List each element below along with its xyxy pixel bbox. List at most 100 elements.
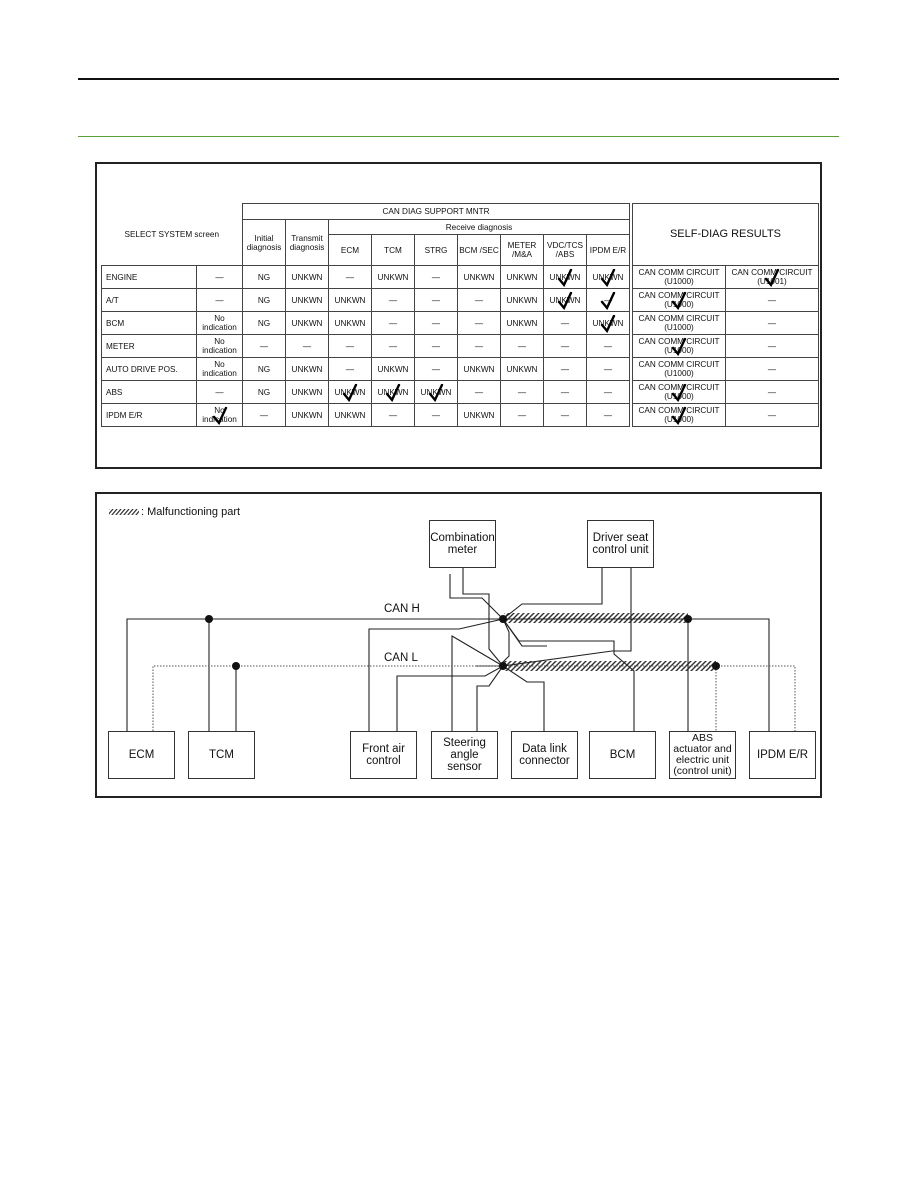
table-cell: UNKWN: [500, 288, 544, 312]
cell-text: —: [388, 318, 398, 328]
cell-text: —: [560, 318, 570, 328]
cell-text: UNKWN: [377, 387, 409, 397]
cell-text: UNKWN: [506, 318, 538, 328]
cell-text: NG: [257, 387, 271, 397]
section-rule: [78, 136, 839, 137]
cell-text: No indication: [202, 337, 237, 355]
table-cell: NG: [242, 311, 286, 335]
cell-text: UNKWN: [506, 364, 538, 374]
table-cell: CAN COMM CIRCUIT (U1000): [632, 334, 726, 358]
cell-text: CAN COMM CIRCUIT (U1000): [638, 383, 720, 401]
table-cell: —: [328, 334, 372, 358]
table-cell: CAN COMM CIRCUIT (U1000): [632, 311, 726, 335]
table-cell: —: [328, 265, 372, 289]
table-cell: No indication: [196, 357, 243, 381]
cell-text: UNKWN: [334, 295, 366, 305]
cell-text: CAN COMM CIRCUIT (U1000): [638, 291, 720, 309]
table-cell: IPDM E/R: [101, 403, 197, 427]
table-cell: CAN COMM CIRCUIT (U1000): [632, 380, 726, 404]
cell-text: —: [431, 364, 441, 374]
cell-text: UNKWN: [377, 364, 409, 374]
cell-text: UNKWN: [506, 272, 538, 282]
cell-text: No indication: [202, 360, 237, 378]
table-cell: —: [414, 311, 458, 335]
ecm-box: ECM: [108, 731, 175, 779]
table-cell: UNKWN: [457, 403, 501, 427]
receive-col-header: IPDM E/R: [586, 234, 630, 266]
cell-text: —: [302, 341, 312, 351]
table-cell: —: [242, 334, 286, 358]
data-link-connector-box: Data link connector: [511, 731, 578, 779]
table-cell: —: [500, 380, 544, 404]
legend-label: : Malfunctioning part: [141, 506, 241, 518]
table-cell: —: [586, 334, 630, 358]
cell-text: —: [474, 318, 484, 328]
initial-diagnosis-header: Initial diagnosis: [242, 219, 286, 266]
table-cell: NG: [242, 265, 286, 289]
table-cell: METER: [101, 334, 197, 358]
table-cell: —: [414, 334, 458, 358]
cell-text: —: [215, 295, 224, 305]
abs-actuator-box: ABS actuator and electric unit (control …: [669, 731, 736, 779]
select-system-header: SELECT SYSTEM screen: [101, 203, 243, 266]
cell-text: CAN COMM CIRCUIT (U1000): [638, 406, 720, 424]
cell-text: UNKWN: [377, 272, 409, 282]
transmit-diagnosis-header: Transmit diagnosis: [285, 219, 329, 266]
table-cell: UNKWN: [285, 288, 329, 312]
cell-text: —: [560, 410, 570, 420]
hatch-swatch-icon: [109, 509, 139, 515]
table-cell: —: [371, 403, 415, 427]
table-cell: —: [500, 403, 544, 427]
table-cell: UNKWN: [457, 357, 501, 381]
table-cell: —: [414, 403, 458, 427]
cell-text: —: [560, 387, 570, 397]
receive-col-header: VDC/TCS /ABS: [543, 234, 587, 266]
cell-text: UNKWN: [592, 318, 624, 328]
table-cell: UNKWN: [328, 311, 372, 335]
table-cell: AUTO DRIVE POS.: [101, 357, 197, 381]
table-cell: UNKWN: [543, 265, 587, 289]
table-cell: —: [725, 403, 819, 427]
table-cell: —: [725, 380, 819, 404]
table-cell: —: [543, 403, 587, 427]
cell-text: —: [767, 364, 777, 374]
cell-text: —: [603, 341, 613, 351]
cell-text: UNKWN: [291, 295, 323, 305]
table-cell: —: [543, 311, 587, 335]
table-cell: CAN COMM CIRCUIT (U1000): [632, 403, 726, 427]
cell-text: UNKWN: [291, 272, 323, 282]
cell-text: UNKWN: [291, 364, 323, 374]
tcm-box: TCM: [188, 731, 255, 779]
cell-text: NG: [257, 318, 271, 328]
cell-text: UNKWN: [334, 387, 366, 397]
cell-text: —: [259, 410, 269, 420]
can-h-label: CAN H: [384, 603, 420, 615]
cell-text: CAN COMM CIRCUIT (U1000): [638, 268, 720, 286]
table-cell: —: [457, 334, 501, 358]
cell-text: —: [431, 272, 441, 282]
table-cell: —: [586, 357, 630, 381]
table-cell: —: [457, 288, 501, 312]
table-cell: CAN COMM CIRCUIT (U1001): [725, 265, 819, 289]
cell-text: UNKWN: [420, 387, 452, 397]
table-cell: UNKWN: [500, 357, 544, 381]
front-air-control-box: Front air control: [350, 731, 417, 779]
cell-text: NG: [257, 364, 271, 374]
can-network-diagram: : Malfunctioning part: [95, 492, 822, 798]
cell-text: UNKWN: [506, 295, 538, 305]
table-cell: —: [242, 403, 286, 427]
can-l-label: CAN L: [384, 652, 418, 664]
table-cell: —: [725, 357, 819, 381]
table-cell: UNKWN: [500, 311, 544, 335]
cell-text: —: [767, 295, 777, 305]
cell-text: —: [560, 364, 570, 374]
cell-text: —: [474, 341, 484, 351]
driver-seat-control-unit-box: Driver seat control unit: [587, 520, 654, 568]
table-cell: A/T: [101, 288, 197, 312]
table-cell: UNKWN: [285, 265, 329, 289]
receive-col-header: STRG: [414, 234, 458, 266]
can-bus-wiring: [126, 568, 796, 731]
combination-meter-box: Combination meter: [429, 520, 496, 568]
